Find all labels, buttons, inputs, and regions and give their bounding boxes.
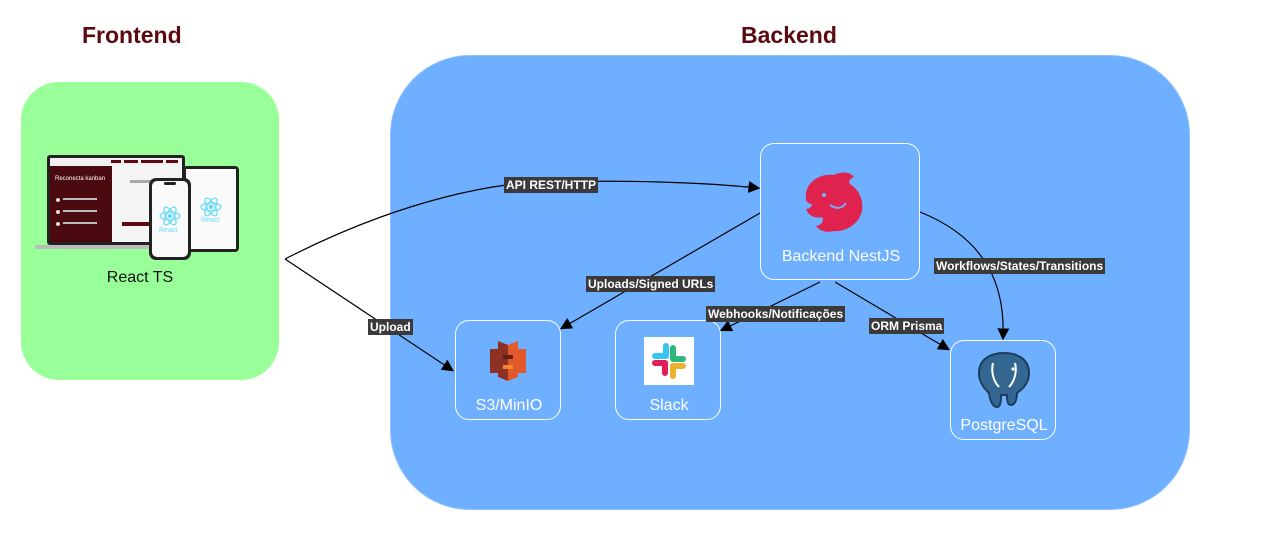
backend-panel	[390, 55, 1190, 510]
tablet-react-text: React	[201, 217, 219, 224]
edge-label-orm: ORM Prisma	[869, 318, 945, 334]
edge-signed	[559, 212, 761, 330]
nestjs-icon	[796, 169, 868, 242]
slack-label: Slack	[649, 397, 689, 414]
edge-label-workflows: Workflows/States/Transitions	[934, 258, 1106, 274]
phone-react-text: React	[159, 227, 177, 234]
edge-upload	[284, 258, 454, 372]
edge-label-api: API REST/HTTP	[504, 177, 599, 193]
s3-node: S3/MinIO	[455, 320, 561, 420]
slack-node: Slack	[615, 320, 721, 420]
edge-label-signed: Uploads/Signed URLs	[586, 276, 716, 292]
frontend-title: Frontend	[82, 22, 182, 48]
react-ts-label: React TS	[106, 269, 174, 286]
nestjs-node: Backend NestJS	[760, 143, 920, 280]
edge-label-webhooks: Webhooks/Notificações	[706, 306, 846, 322]
s3-label: S3/MinIO	[475, 397, 543, 414]
aws-s3-icon	[484, 337, 532, 390]
react-app-mockup: Reconecta kanban React React	[35, 150, 245, 260]
mockup-heading: Reconecta kanban	[55, 176, 105, 182]
postgresql-icon	[973, 349, 1035, 416]
backend-title: Backend	[741, 22, 837, 48]
postgres-node: PostgreSQL	[950, 340, 1056, 440]
slack-icon	[644, 337, 694, 390]
edge-label-upload: Upload	[368, 319, 413, 335]
nestjs-label: Backend NestJS	[781, 248, 901, 265]
postgres-label: PostgreSQL	[960, 417, 1048, 434]
edge-orm	[834, 281, 951, 351]
